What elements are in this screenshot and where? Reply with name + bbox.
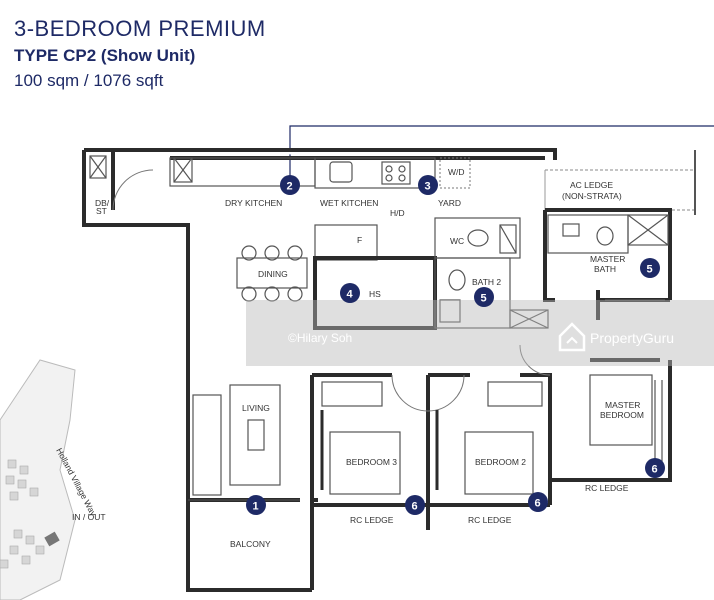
dining-table [236,245,308,302]
label-wc: WC [450,236,464,246]
living-furniture [192,384,281,496]
svg-text:3: 3 [425,181,431,193]
marker-3: 3 [418,175,438,195]
plan-title: 3-BEDROOM PREMIUM [14,16,266,41]
unit-area: 100 sqm / 1076 sqft [14,71,164,90]
in-out-label: IN / OUT [72,512,106,522]
svg-text:6: 6 [412,501,418,513]
label-rc-ledge-3: RC LEDGE [585,483,629,493]
label-dining: DINING [258,269,288,279]
label-wet-kitchen: WET KITCHEN [320,198,378,208]
svg-text:5: 5 [647,264,653,276]
watermark-brand: PropertyGuru [590,330,674,346]
watermark-agent: ©Hilary Soh [288,331,352,345]
marker-6-master: 6 [645,458,665,478]
label-ac-ledge: AC LEDGE [570,180,613,190]
unit-type: TYPE CP2 (Show Unit) [14,46,196,65]
master-bedroom-furniture [519,344,653,446]
label-dry-kitchen: DRY KITCHEN [225,198,282,208]
svg-text:5: 5 [481,293,487,305]
label-rc-ledge-2: RC LEDGE [468,515,512,525]
label-bedroom2: BEDROOM 2 [475,457,526,467]
label-st: ST [96,206,107,216]
label-db: DB/ [95,198,110,208]
bedroom2-furniture [427,374,543,495]
propertyguru-logo-icon [558,322,586,352]
label-wd: W/D [448,167,465,177]
label-bath2: BATH 2 [472,277,501,287]
label-hs: HS [369,289,381,299]
interior-walls [313,214,669,470]
marker-1: 1 [246,495,266,515]
marker-5-master-bath: 5 [640,258,660,278]
watermark: ©Hilary Soh PropertyGuru [246,300,714,366]
marker-6-bedroom2: 6 [528,492,548,512]
label-non-strata: (NON-STRATA) [562,191,622,201]
label-master-bedroom-2: BEDROOM [600,410,644,420]
label-master-bath-1: MASTER [590,254,625,264]
svg-text:2: 2 [287,181,293,193]
label-fridge: F [357,235,362,245]
label-hdo: H/D [390,208,405,218]
svg-text:6: 6 [652,464,658,476]
label-master-bedroom-1: MASTER [605,400,640,410]
label-yard: YARD [438,198,461,208]
label-master-bath-2: BATH [594,264,616,274]
svg-text:1: 1 [253,501,259,513]
bedroom3-furniture [320,374,429,495]
label-balcony: BALCONY [230,539,271,549]
svg-text:4: 4 [347,289,354,301]
marker-4: 4 [340,283,360,303]
site-key-map: Holland Village Way IN / OUT [0,359,106,600]
label-rc-ledge-1: RC LEDGE [350,515,394,525]
label-living: LIVING [242,403,270,413]
marker-6-bedroom3: 6 [405,495,425,515]
label-bedroom3: BEDROOM 3 [346,457,397,467]
marker-2: 2 [280,175,300,195]
marker-5-bath2: 5 [474,287,494,307]
svg-text:6: 6 [535,498,541,510]
exterior-walls [82,148,672,592]
